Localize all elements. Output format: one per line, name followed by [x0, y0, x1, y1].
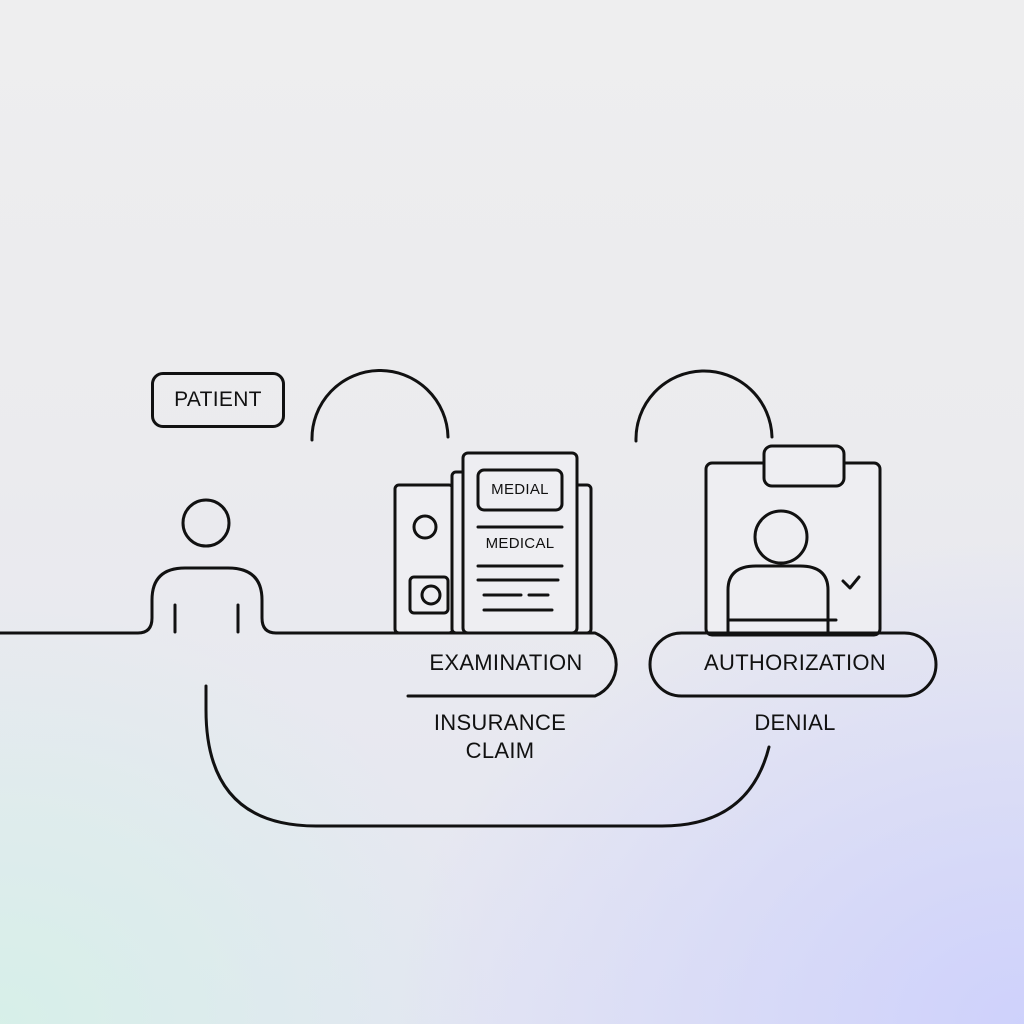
insurance-claim-line2: CLAIM	[465, 738, 535, 763]
loop-connector	[204, 684, 771, 828]
authorization-pill	[648, 631, 938, 698]
checkmark-icon	[841, 575, 861, 590]
id-badge-icon	[704, 444, 882, 637]
examination-pill	[394, 631, 618, 698]
document-title-label: MEDICAL	[485, 535, 555, 552]
denial-label: DENIAL	[754, 710, 836, 735]
medical-records-icon	[393, 451, 593, 635]
authorization-label: AUTHORIZATION	[704, 650, 886, 675]
patient-label: PATIENT	[151, 372, 285, 428]
examination-label: EXAMINATION	[429, 650, 583, 675]
document-header-label: MEDIAL	[491, 481, 549, 498]
insurance-claim-line1: INSURANCE	[433, 710, 567, 735]
arc-connector-right	[634, 369, 774, 443]
insurance-claim-label: INSURANCE CLAIM	[410, 709, 590, 765]
person-icon	[173, 498, 240, 634]
arc-connector-left	[310, 369, 450, 442]
ground-line	[0, 566, 402, 635]
